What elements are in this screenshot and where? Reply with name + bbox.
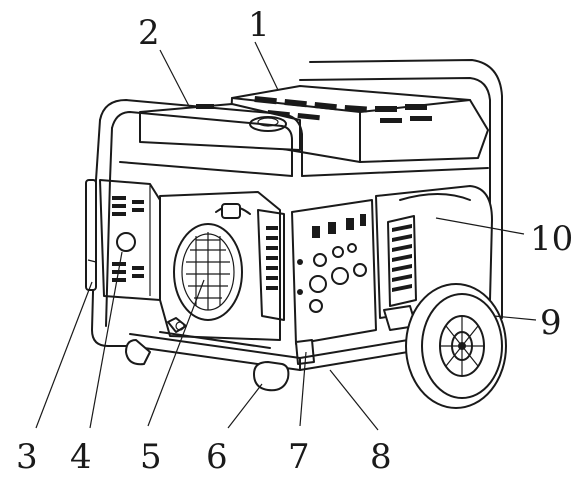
output-panel xyxy=(291,199,377,365)
frame-front xyxy=(99,99,489,177)
support-foot xyxy=(125,339,290,392)
callout-2: 2 xyxy=(138,13,160,53)
engine-side-vents xyxy=(266,226,278,290)
callouts: 1 2 3 4 5 6 7 8 9 10 xyxy=(16,5,573,477)
control-box xyxy=(99,179,161,301)
control-vents xyxy=(112,196,144,282)
frame-back xyxy=(299,59,503,321)
fuel-cap xyxy=(139,103,301,151)
control-knob-icon xyxy=(116,232,136,252)
panel-outlets xyxy=(297,214,367,313)
wheel xyxy=(405,283,507,409)
alternator-vents xyxy=(392,224,412,292)
tank-vent-grille xyxy=(254,96,432,123)
callout-3: 3 xyxy=(16,437,38,477)
engine-fan-grille xyxy=(186,232,230,310)
callout-1: 1 xyxy=(248,5,270,45)
callout-6: 6 xyxy=(206,437,228,477)
base-frame xyxy=(129,331,421,371)
callout-7: 7 xyxy=(288,437,310,477)
callout-9: 9 xyxy=(540,303,562,343)
frame-handle xyxy=(85,119,141,347)
leader-lines xyxy=(35,41,537,431)
engine xyxy=(159,191,285,341)
callout-5: 5 xyxy=(140,437,162,477)
callout-4: 4 xyxy=(70,437,92,477)
callout-10: 10 xyxy=(530,219,573,259)
callout-8: 8 xyxy=(370,437,392,477)
